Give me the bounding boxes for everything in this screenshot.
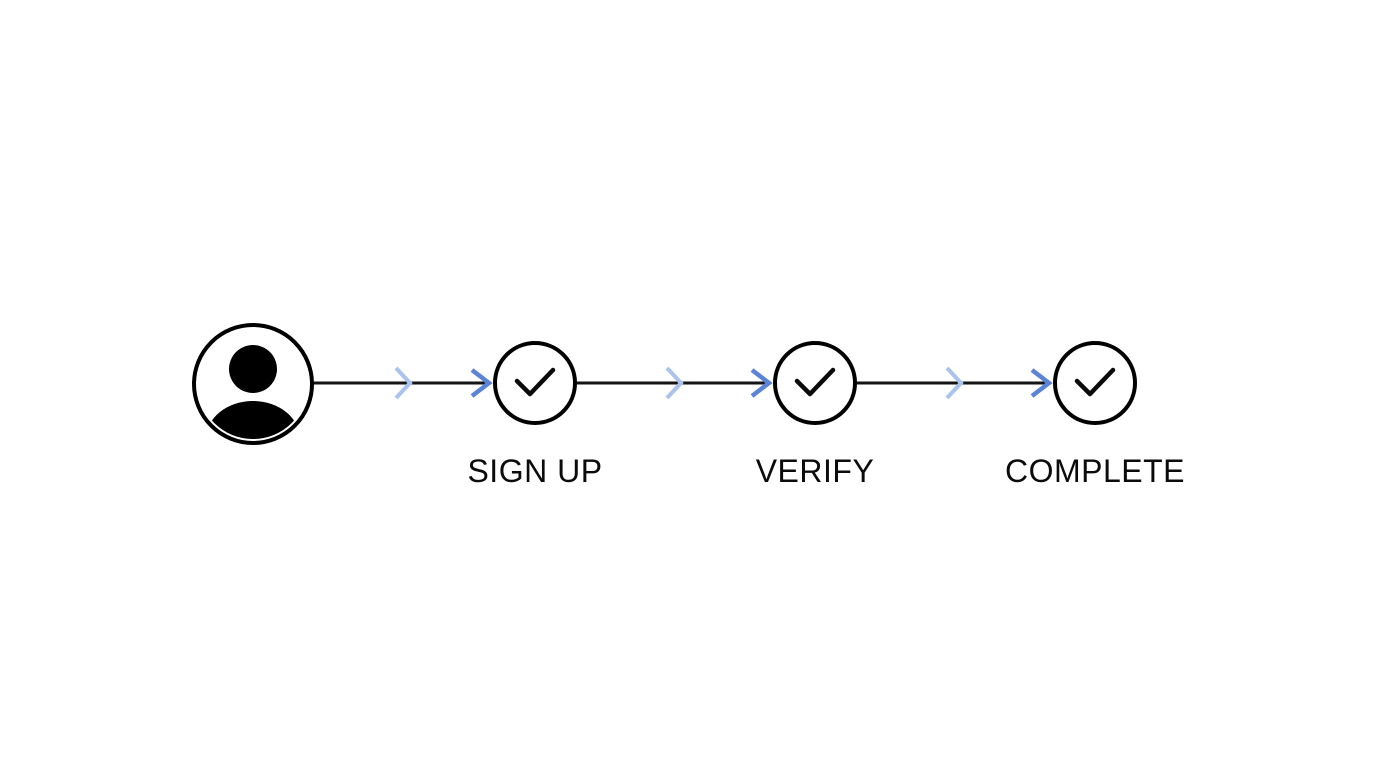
checkmark-icon bbox=[514, 367, 556, 397]
connector-arrow-1 bbox=[314, 366, 493, 400]
connector-arrow-2 bbox=[577, 366, 773, 400]
flow-node-user bbox=[192, 323, 314, 445]
arrowhead-right-icon bbox=[470, 368, 493, 398]
step-label-signup: SIGN UP bbox=[467, 453, 603, 489]
chevron-right-icon bbox=[394, 366, 413, 400]
arrowhead-right-icon bbox=[1030, 368, 1053, 398]
step-label-complete: COMPLETE bbox=[1004, 453, 1186, 489]
flow-node-signup bbox=[493, 341, 577, 425]
step-label-verify: VERIFY bbox=[755, 453, 875, 489]
chevron-right-icon bbox=[945, 366, 964, 400]
connector-arrow-3 bbox=[857, 366, 1053, 400]
flow-node-complete bbox=[1053, 341, 1137, 425]
user-avatar-icon bbox=[206, 345, 300, 439]
checkmark-icon bbox=[1074, 367, 1116, 397]
arrowhead-right-icon bbox=[750, 368, 773, 398]
checkmark-icon bbox=[794, 367, 836, 397]
chevron-right-icon bbox=[665, 366, 684, 400]
flow-node-verify bbox=[773, 341, 857, 425]
